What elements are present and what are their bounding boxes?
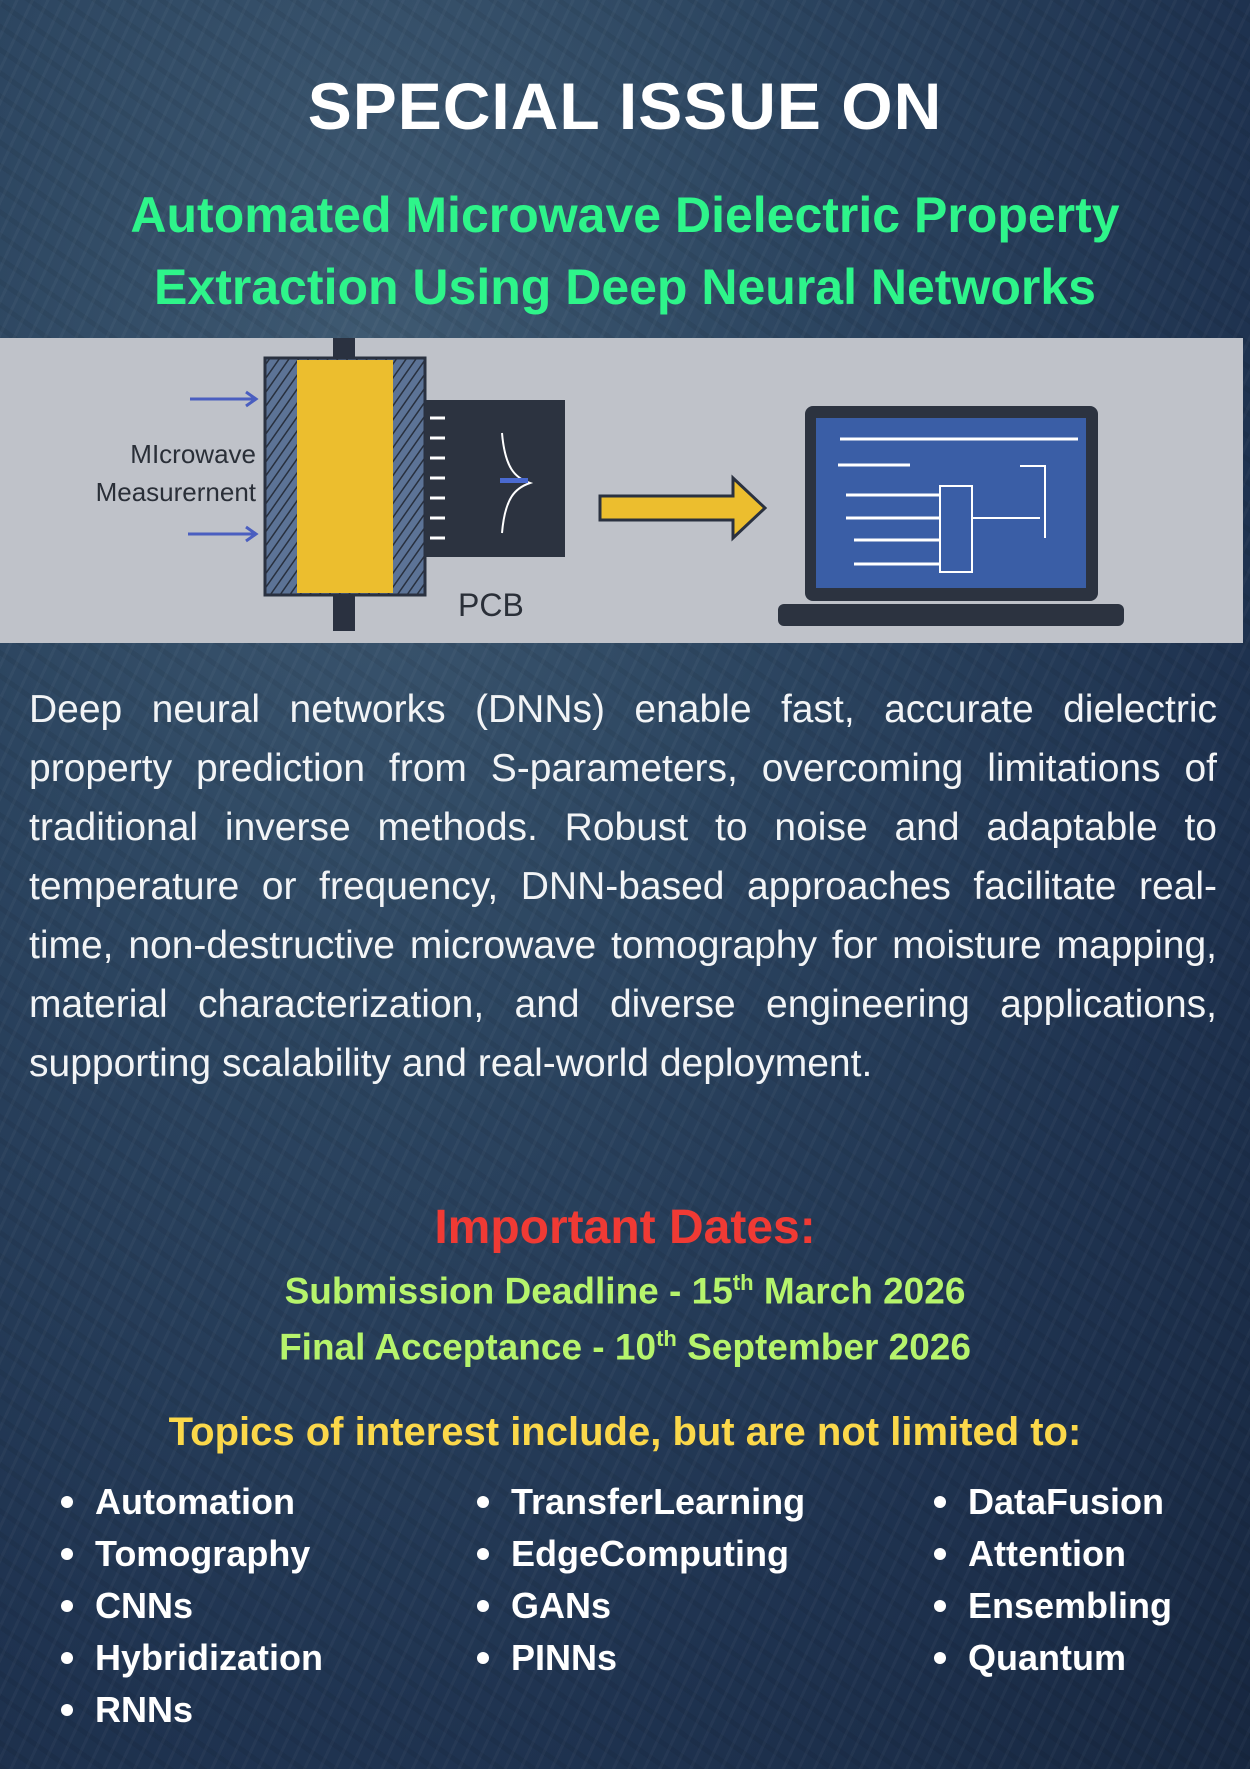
topic-item: Automation <box>61 1476 323 1528</box>
topics-column-2: TransferLearning EdgeComputing GANs PINN… <box>477 1476 805 1684</box>
page-title: SPECIAL ISSUE ON <box>307 69 943 143</box>
subtitle-line-1: Automated Microwave Dielectric Property <box>130 187 1120 243</box>
topic-item: Attention <box>934 1528 1172 1580</box>
topic-item: GANs <box>477 1580 805 1632</box>
label-line-2: Measurernent <box>96 477 257 507</box>
subtitle-line-2: Extraction Using Deep Neural Networks <box>154 259 1096 315</box>
date-text: March 2026 <box>753 1270 966 1312</box>
topic-item: Tomography <box>61 1528 323 1580</box>
final-acceptance: Final Acceptance - 10th September 2026 <box>0 1326 1250 1368</box>
topic-item: Quantum <box>934 1632 1172 1684</box>
date-text: Final Acceptance - 10 <box>279 1326 657 1368</box>
topic-item: TransferLearning <box>477 1476 805 1528</box>
date-text: Submission Deadline - 15 <box>284 1270 733 1312</box>
topics-column-3: DataFusion Attention Ensembling Quantum <box>934 1476 1172 1684</box>
date-text: September 2026 <box>676 1326 971 1368</box>
topic-item: Hybridization <box>61 1632 323 1684</box>
topics-column-1: Automation Tomography CNNs Hybridization… <box>61 1476 323 1736</box>
dates-heading: Important Dates: <box>434 1201 816 1254</box>
date-ordinal: th <box>656 1326 677 1351</box>
topic-item: EdgeComputing <box>477 1528 805 1580</box>
description: Deep neural networks (DNNs) enable fast,… <box>29 688 1217 1085</box>
topic-item: CNNs <box>61 1580 323 1632</box>
date-ordinal: th <box>732 1270 754 1295</box>
topic-item: Ensembling <box>934 1580 1172 1632</box>
pcb-label: PCB <box>458 587 524 623</box>
illustration: MIcrowave Measurernent PCB <box>0 338 1243 643</box>
label-line-1: MIcrowave <box>130 439 256 469</box>
right-arrow-icon <box>598 474 768 542</box>
topic-item: PINNs <box>477 1632 805 1684</box>
topic-item: RNNs <box>61 1684 323 1736</box>
arrow-icon <box>188 390 259 543</box>
laptop-icon <box>778 406 1124 626</box>
submission-deadline: Submission Deadline - 15th March 2026 <box>0 1270 1250 1312</box>
topic-item: DataFusion <box>934 1476 1172 1528</box>
topics-heading: Topics of interest include, but are not … <box>168 1410 1082 1454</box>
